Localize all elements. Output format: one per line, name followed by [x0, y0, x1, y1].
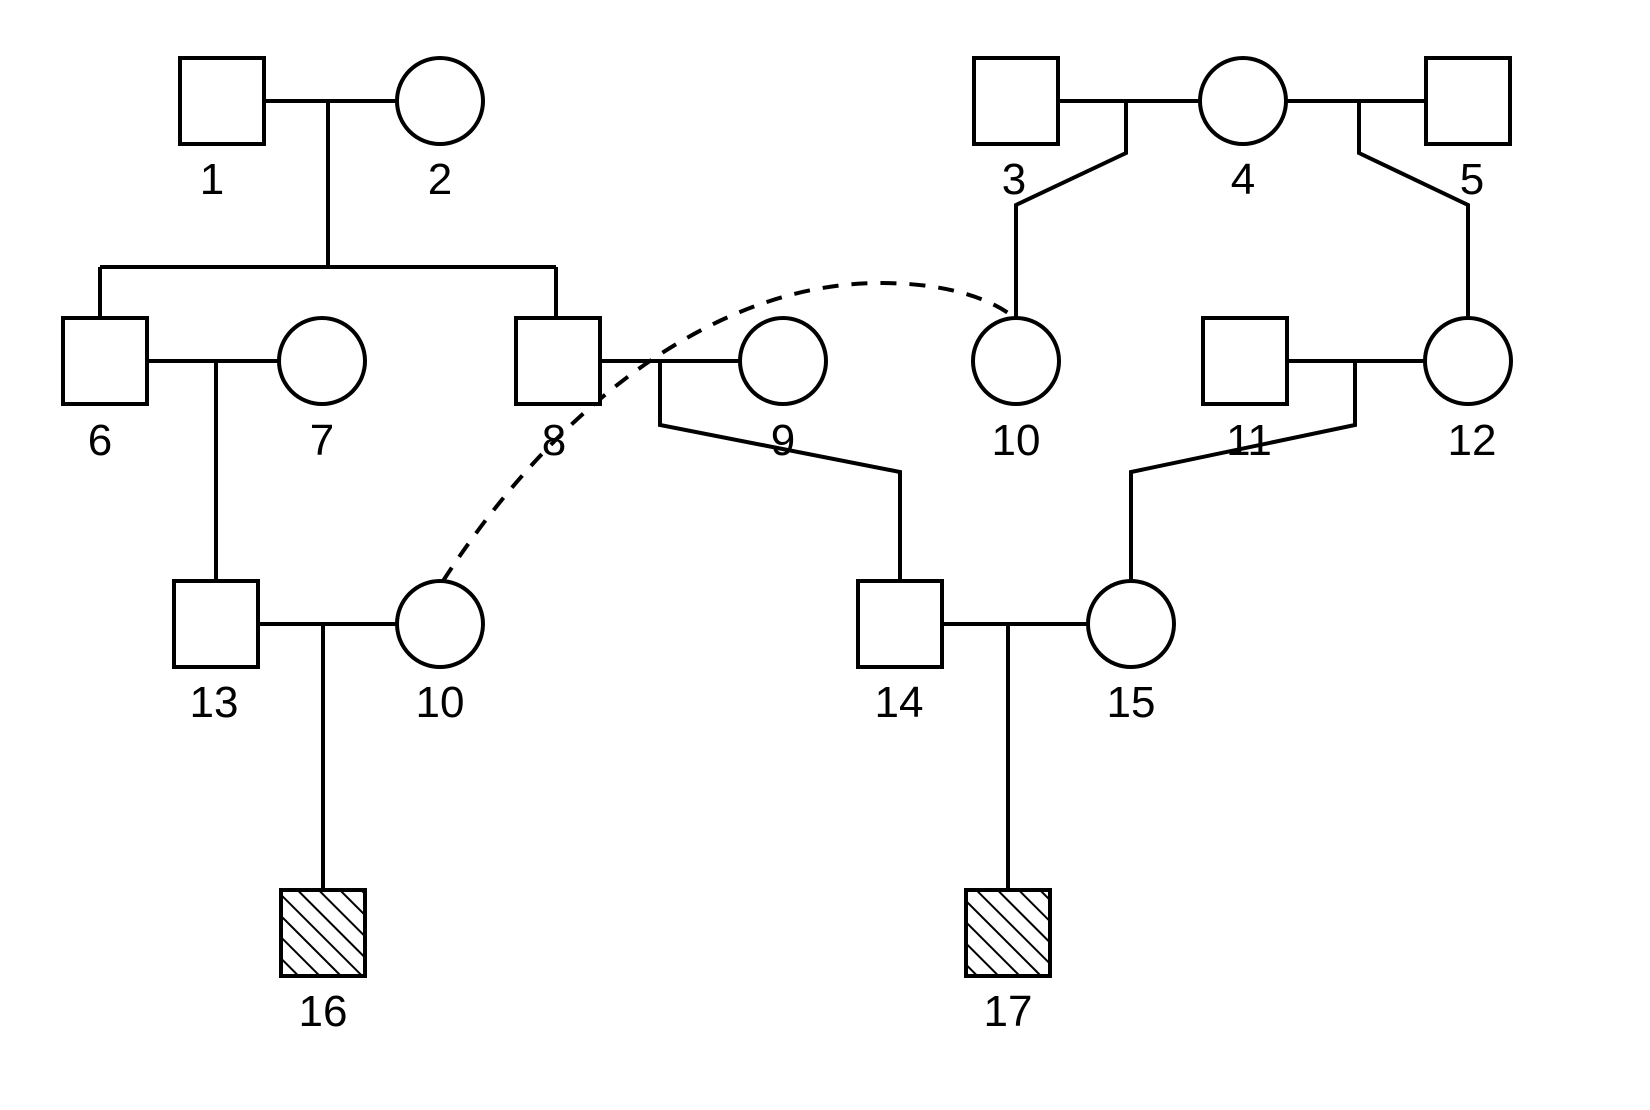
label-individual-15: 15 [1107, 678, 1156, 727]
label-individual-5: 5 [1460, 155, 1484, 204]
individual-10b-circle[interactable] [395, 579, 485, 669]
label-individual-9: 9 [771, 416, 795, 465]
label-individual-12: 12 [1448, 416, 1497, 465]
connection-lines [98, 99, 1470, 890]
individual-17-square-affected[interactable] [964, 888, 1052, 978]
individual-7-circle[interactable] [277, 316, 367, 406]
label-individual-4: 4 [1231, 155, 1255, 204]
pedigree-symbols [61, 56, 1513, 978]
descent-line-3-4-to-10 [1014, 101, 1128, 319]
label-individual-1: 1 [200, 155, 224, 204]
descent-line-4-5-to-12 [1357, 101, 1470, 319]
label-individual-8: 8 [542, 416, 566, 465]
individual-13-square[interactable] [172, 579, 260, 669]
individual-16-square-affected[interactable] [279, 888, 367, 978]
identity-arc-10 [441, 280, 1018, 583]
label-individual-7: 7 [310, 416, 334, 465]
descent-line-8-9-to-14 [658, 361, 902, 581]
label-individual-10b: 10 [416, 678, 465, 727]
individual-2-circle[interactable] [395, 56, 485, 146]
label-individual-3: 3 [1002, 155, 1026, 204]
label-individual-6: 6 [88, 416, 112, 465]
label-individual-2: 2 [428, 155, 452, 204]
individual-15-circle[interactable] [1086, 579, 1176, 669]
descent-line-11-12-to-15 [1129, 361, 1357, 581]
individual-14-square[interactable] [856, 579, 944, 669]
individual-10-circle[interactable] [971, 316, 1061, 406]
label-individual-14: 14 [875, 678, 924, 727]
individual-8-square[interactable] [514, 316, 602, 406]
individual-9-circle[interactable] [738, 316, 828, 406]
individual-4-circle[interactable] [1198, 56, 1288, 146]
individual-12-circle[interactable] [1423, 316, 1513, 406]
label-individual-10: 10 [992, 416, 1041, 465]
individual-6-square[interactable] [61, 316, 149, 406]
individual-11-square[interactable] [1201, 316, 1289, 406]
label-individual-17: 17 [984, 987, 1033, 1036]
individual-1-square[interactable] [178, 56, 266, 146]
pedigree-id-labels: 1 2 3 4 5 6 7 8 9 10 11 12 13 10 14 15 1… [88, 155, 1497, 1036]
individual-5-square[interactable] [1424, 56, 1512, 146]
individual-3-square[interactable] [972, 56, 1060, 146]
label-individual-16: 16 [299, 987, 348, 1036]
label-individual-11: 11 [1226, 416, 1272, 465]
label-individual-13: 13 [190, 678, 239, 727]
